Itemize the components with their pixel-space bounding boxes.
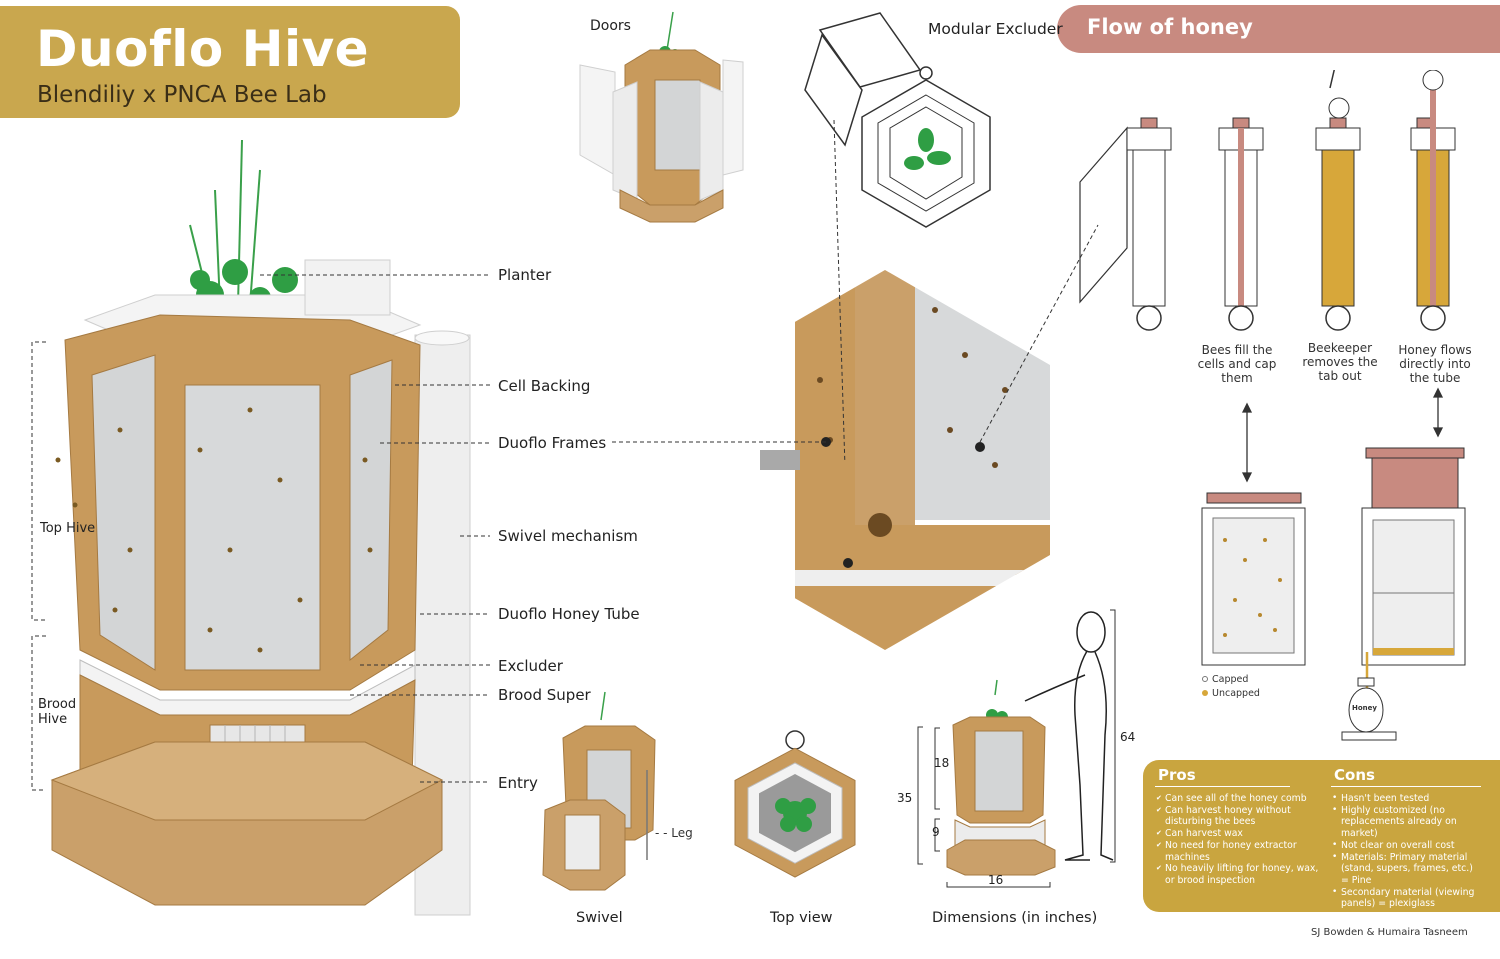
dim-18: 18 <box>934 756 950 770</box>
legend-uncapped-label: Uncapped <box>1212 688 1260 699</box>
main-hive-illustration <box>50 139 471 916</box>
top-view-illustration <box>734 730 856 878</box>
cons-item: Materials: Primary material (stand, supe… <box>1332 852 1482 887</box>
propeller-icon <box>904 128 951 170</box>
leg-label-text: Leg <box>671 826 693 840</box>
pros-item: Can see all of the honey comb <box>1156 793 1321 805</box>
leg-label: - - Leg <box>655 826 693 840</box>
duoflo-honey-tube-label: Duoflo Honey Tube <box>498 605 640 623</box>
pros-title: Pros <box>1158 766 1196 784</box>
swivel-mechanism-label: Swivel mechanism <box>498 527 638 545</box>
duoflo-frames-label: Duoflo Frames <box>498 434 607 452</box>
entry-label: Entry <box>498 774 538 792</box>
pros-item: Can harvest wax <box>1156 828 1321 840</box>
legend-uncapped: Uncapped <box>1202 687 1260 701</box>
legend-capped: Capped <box>1202 673 1260 687</box>
excluder-label: Excluder <box>498 657 563 675</box>
page-subtitle: Blendiliy x PNCA Bee Lab <box>37 82 327 108</box>
doors-illustration <box>579 11 744 223</box>
flow-frame-side-left <box>1201 492 1306 666</box>
dim-35: 35 <box>897 791 913 805</box>
person-silhouette <box>1024 611 1114 861</box>
flow-frame-3 <box>1315 70 1361 331</box>
modular-excluder-label: Modular Excluder <box>928 20 1063 38</box>
flow-frame-4 <box>1410 70 1456 331</box>
flow-title: Flow of honey <box>1087 15 1253 39</box>
pros-cons-panel: Pros Can see all of the honey comb Can h… <box>1143 760 1500 912</box>
pros-list: Can see all of the honey comb Can harves… <box>1156 793 1321 887</box>
honey-jar-label: Honey <box>1352 704 1377 712</box>
closeup-hexagon <box>720 270 1050 650</box>
flow-caption-3: Honey flows directly into the tube <box>1398 343 1472 385</box>
cons-underline <box>1331 786 1481 787</box>
flow-caption-2: Beekeeper removes the tab out <box>1302 341 1378 383</box>
cons-title: Cons <box>1334 766 1375 784</box>
dim-9: 9 <box>932 825 940 839</box>
dim-16: 16 <box>988 873 1004 887</box>
dimensions-caption: Dimensions (in inches) <box>932 910 1098 926</box>
cons-item: Hasn't been tested <box>1332 793 1482 805</box>
pros-item: No heavily lifting for honey, wax, or br… <box>1156 863 1321 886</box>
cons-item: Secondary material (viewing panels) = pl… <box>1332 887 1482 910</box>
title-banner: Duoflo Hive Blendiliy x PNCA Bee Lab <box>0 6 460 118</box>
page-title: Duoflo Hive <box>36 20 370 78</box>
brood-hive-label: Brood Hive <box>38 697 77 727</box>
flow-caption-1: Bees fill the cells and cap them <box>1197 343 1277 385</box>
brood-super-label: Brood Super <box>498 686 591 704</box>
swivel-illustration <box>542 691 656 891</box>
cons-item: Not clear on overall cost <box>1332 840 1482 852</box>
cons-item: Highly customized (no replacements alrea… <box>1332 805 1482 840</box>
top-view-plant <box>775 798 816 832</box>
left-brackets <box>31 341 46 791</box>
main-leader-lines <box>260 274 490 783</box>
flow-banner: Flow of honey <box>1057 5 1500 53</box>
doors-label: Doors <box>590 18 631 34</box>
legend-capped-label: Capped <box>1212 674 1249 685</box>
cons-list: Hasn't been tested Highly customized (no… <box>1332 793 1482 910</box>
honey-jar-icon <box>1341 677 1397 741</box>
top-view-caption: Top view <box>770 910 833 926</box>
pros-underline <box>1155 786 1290 787</box>
top-hive-label: Top Hive <box>40 521 96 536</box>
cell-backing-label: Cell Backing <box>498 377 591 395</box>
swivel-caption: Swivel <box>576 910 623 926</box>
flow-legend: Capped Uncapped <box>1202 673 1260 701</box>
dim-64: 64 <box>1120 730 1136 744</box>
flow-frame-2 <box>1218 117 1264 331</box>
planter-label: Planter <box>498 266 552 284</box>
flow-diagrams <box>1079 70 1466 741</box>
flow-frame-side-right <box>1361 447 1466 690</box>
dimensions-illustration <box>917 609 1116 888</box>
flow-frame-1 <box>1126 117 1172 331</box>
closeup-leader-lines <box>612 120 1099 460</box>
pros-item: No need for honey extractor machines <box>1156 840 1321 863</box>
pros-item: Can harvest honey without disturbing the… <box>1156 805 1321 828</box>
modular-excluder-diagram <box>804 12 991 228</box>
credit-line: SJ Bowden & Humaira Tasneem <box>1311 927 1468 938</box>
